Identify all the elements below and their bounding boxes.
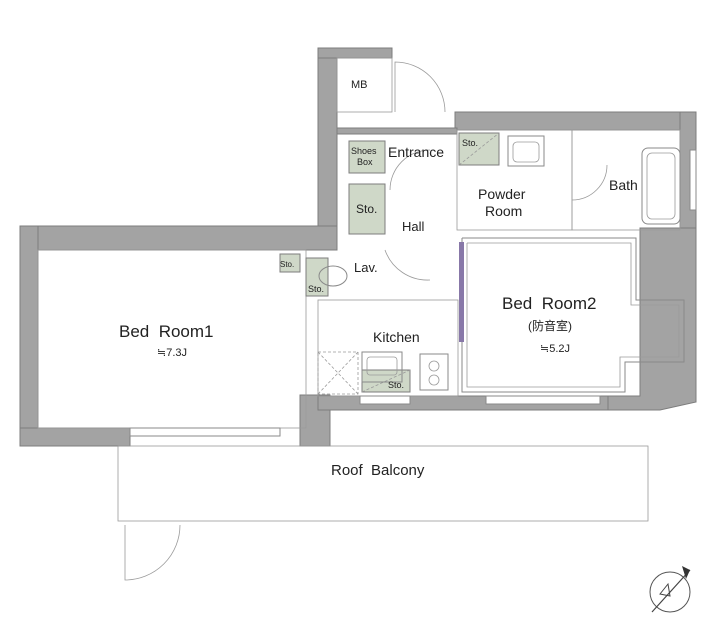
fixtures	[317, 135, 681, 395]
windows	[129, 149, 697, 437]
north-arrow-icon	[649, 566, 691, 613]
label-bedroom2-note: (防音室)	[528, 318, 572, 333]
label-sto-hall: Sto.	[356, 202, 377, 216]
label-bedroom2: Bed Room2	[502, 294, 597, 313]
sto-lav-2	[305, 257, 329, 297]
label-sto-lav-1: Sto.	[280, 260, 294, 269]
label-mb: MB	[351, 79, 368, 91]
powder-sink	[507, 135, 545, 167]
kitchen-sink	[361, 351, 403, 383]
room-labels: MB Shoes Box Entrance Sto. Sto. Powder R…	[119, 79, 638, 479]
cooktop	[419, 353, 449, 391]
label-kitchen: Kitchen	[373, 329, 420, 345]
label-sto-kitchen: Sto.	[388, 380, 404, 390]
label-powder-room-2: Room	[485, 203, 522, 219]
doors	[124, 61, 608, 581]
label-entrance: Entrance	[388, 144, 444, 160]
fridge-space	[317, 351, 359, 395]
sto-hall	[348, 183, 386, 235]
label-lav: Lav.	[354, 260, 378, 275]
shoes-box	[348, 140, 386, 174]
label-sto-lav-2: Sto.	[308, 284, 324, 294]
label-hall: Hall	[402, 219, 425, 234]
label-bedroom2-size: ≒5.2J	[540, 343, 570, 355]
label-roof-balcony: Roof Balcony	[331, 462, 425, 479]
sto-lav-1	[279, 253, 301, 273]
label-shoes-box-1: Shoes	[351, 146, 377, 156]
outer-walls	[19, 47, 697, 447]
label-bedroom1: Bed Room1	[119, 322, 214, 341]
storage-units	[279, 132, 500, 393]
bathtub	[641, 147, 681, 225]
label-powder-room-1: Powder	[478, 186, 526, 202]
label-sto-entrance: Sto.	[462, 138, 478, 148]
label-bedroom1-size: ≒7.3J	[157, 347, 187, 359]
toilet	[318, 265, 348, 287]
label-bath: Bath	[609, 177, 638, 193]
label-shoes-box-2: Box	[357, 157, 373, 167]
